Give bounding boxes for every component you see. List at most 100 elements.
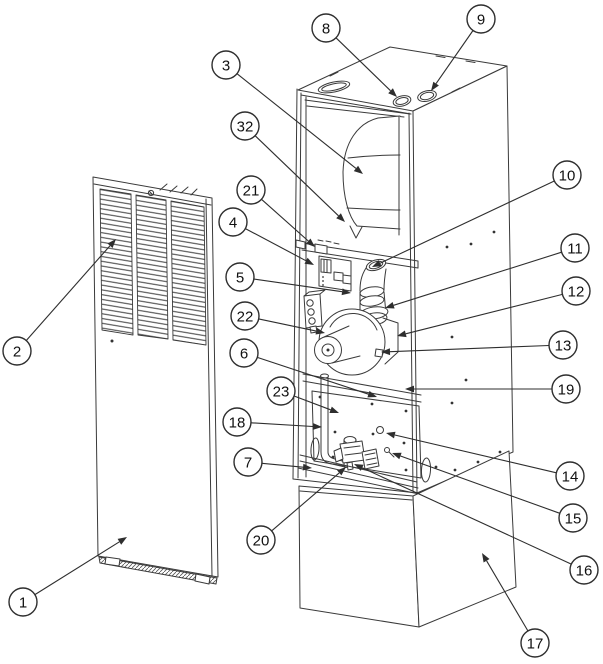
callout-number: 8 xyxy=(322,20,330,37)
blower-motor xyxy=(314,308,399,376)
callout-circle xyxy=(230,301,260,331)
leader-arrowhead xyxy=(354,464,364,471)
callout-3: 3 xyxy=(211,50,363,174)
leader-arrowhead xyxy=(367,390,377,398)
top-slot xyxy=(317,80,351,94)
cabinet xyxy=(292,46,514,495)
leader-line xyxy=(486,560,529,632)
callout-number: 9 xyxy=(477,11,485,28)
leader-line xyxy=(258,318,317,332)
leader-arrowhead xyxy=(388,88,397,97)
leader-arrowhead xyxy=(302,463,312,471)
leader-arrowhead xyxy=(315,327,325,335)
leader-line xyxy=(405,293,563,335)
callout-circle xyxy=(569,555,599,585)
callout-11: 11 xyxy=(385,233,590,309)
callout-number: 4 xyxy=(229,214,237,231)
callout-5: 5 xyxy=(225,262,351,296)
door-louvers xyxy=(99,188,207,346)
leader-arrowhead xyxy=(372,260,382,267)
callout-circle xyxy=(211,50,241,80)
motor-band-bolt xyxy=(374,348,384,358)
callout-circle xyxy=(548,330,578,360)
callout-circle xyxy=(229,338,259,368)
leader-arrowhead xyxy=(117,537,127,545)
callout-circle xyxy=(8,587,38,617)
callout-number: 19 xyxy=(558,381,575,398)
leader-arrowhead xyxy=(385,302,395,309)
leader-arrowhead xyxy=(392,452,402,460)
callout-number: 13 xyxy=(555,337,572,354)
callout-number: 14 xyxy=(562,468,579,485)
control-board xyxy=(318,255,352,292)
leader-line xyxy=(361,467,572,565)
side-handle-slot xyxy=(420,457,432,483)
callout-10: 10 xyxy=(372,160,582,267)
leader-arrowhead xyxy=(386,431,396,439)
callout-number: 1 xyxy=(19,594,27,611)
callout-number: 10 xyxy=(559,167,576,184)
callout-circle xyxy=(246,525,276,555)
callout-circle xyxy=(266,376,296,406)
callout-6: 6 xyxy=(229,338,377,398)
callout-number: 23 xyxy=(273,383,290,400)
callout-number: 16 xyxy=(576,562,593,579)
callout-circle xyxy=(233,447,263,477)
callout-9: 9 xyxy=(431,4,496,91)
callout-number: 12 xyxy=(568,283,585,300)
callout-circle xyxy=(520,628,550,658)
terminal-block xyxy=(303,289,326,334)
leader-arrowhead xyxy=(381,348,391,356)
leader-line xyxy=(393,251,562,306)
callout-circle xyxy=(551,374,581,404)
callout-32: 32 xyxy=(230,111,345,222)
callout-circle xyxy=(466,4,496,34)
leader-arrowhead xyxy=(306,238,315,247)
door-screw-lower xyxy=(110,339,114,343)
callout-number: 15 xyxy=(565,510,582,527)
handle-slot xyxy=(310,437,320,461)
callout-20: 20 xyxy=(246,467,346,555)
callout-17: 17 xyxy=(482,553,550,658)
callout-12: 12 xyxy=(397,276,591,338)
callout-circle xyxy=(552,160,582,190)
leader-line xyxy=(271,472,340,532)
callout-21: 21 xyxy=(236,175,315,247)
callout-7: 7 xyxy=(233,447,312,477)
leader-line xyxy=(25,245,111,341)
callout-number: 5 xyxy=(236,269,244,286)
gas-valve xyxy=(333,436,380,471)
leader-arrowhead xyxy=(337,467,346,476)
door-screw xyxy=(147,189,155,197)
cabinet-right-face xyxy=(412,65,514,494)
leader-line xyxy=(254,135,339,217)
relay-2 xyxy=(342,274,352,285)
leader-line xyxy=(394,434,557,474)
callout-number: 17 xyxy=(527,635,544,652)
callout-18: 18 xyxy=(222,407,322,437)
shelf-divider xyxy=(295,239,419,269)
callout-16: 16 xyxy=(354,464,599,585)
callout-14: 14 xyxy=(386,431,585,491)
callout-circle xyxy=(218,207,248,237)
callout-number: 20 xyxy=(253,532,270,549)
relay-1 xyxy=(333,271,344,282)
door-panel xyxy=(92,176,219,585)
callout-number: 22 xyxy=(237,308,254,325)
door-foot-left xyxy=(104,556,121,567)
callout-number: 11 xyxy=(567,240,583,257)
door-bottom-flange xyxy=(98,556,218,585)
frame-bracket xyxy=(295,239,306,250)
callout-number: 3 xyxy=(222,57,230,74)
heat-exchanger-drum xyxy=(342,115,401,239)
leader-line xyxy=(335,37,391,92)
leader-line xyxy=(261,462,304,468)
callout-number: 6 xyxy=(240,345,248,362)
leader-line xyxy=(34,541,120,596)
door-foot-right xyxy=(194,573,211,585)
callout-circle xyxy=(555,461,585,491)
transformer xyxy=(320,258,332,274)
